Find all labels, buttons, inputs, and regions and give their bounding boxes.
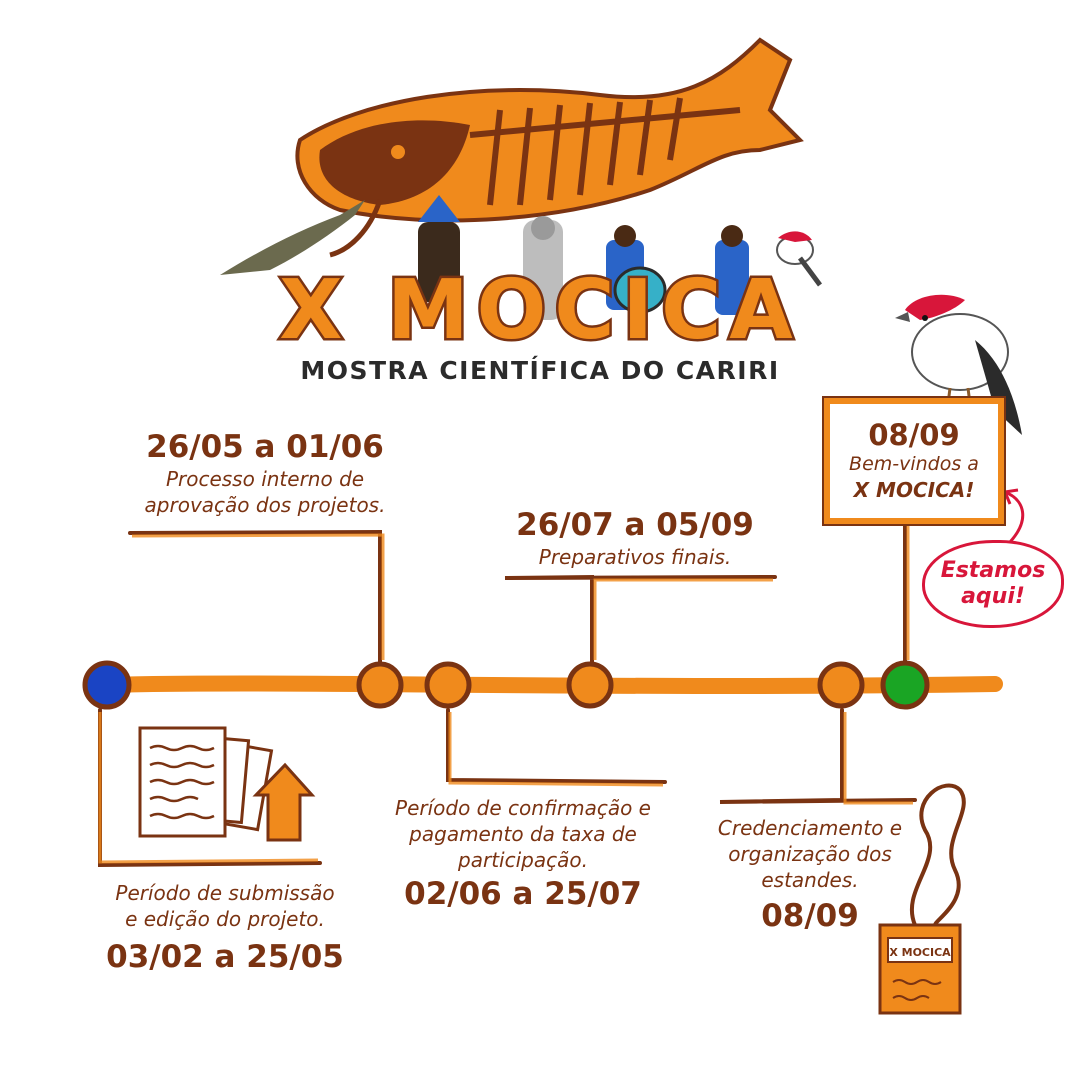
node-preparativos [566,661,614,709]
event-confirmacao-desc-1: Período de confirmação e [395,796,651,820]
event-aprovacao-desc-1: Processo interno de [165,466,365,491]
node-submissao [82,660,132,710]
event-aprovacao-date: 26/05 a 01/06 [146,429,384,465]
event-preparativos-date: 26/07 a 05/09 [516,507,754,543]
bird-icon [895,294,1022,435]
event-credenciamento-desc-2: organização dos [728,842,892,866]
pterosaur-illustration [220,200,365,275]
connector-lines [98,518,917,868]
documents-upload-icon [138,726,316,842]
node-aprovacao [356,661,404,709]
badge-text: X MOCICA [889,946,951,959]
callout-arrow [1004,490,1025,544]
event-submissao: Período de submissão e edição do projeto… [60,880,390,976]
node-abertura [880,660,930,710]
event-credenciamento-date: 08/09 [761,898,859,934]
event-abertura-desc-1: Bem-vindos a [849,453,979,476]
event-preparativos: 26/07 a 05/09 Preparativos finais. [480,507,790,570]
logo-subtitle: MOSTRA CIENTÍFICA DO CARIRI [300,356,780,385]
event-abertura-date: 08/09 [868,417,960,452]
event-confirmacao-desc-2: pagamento da taxa de [409,822,637,846]
figures-illustration [418,195,749,320]
event-abertura-sign: 08/09 Bem-vindos a X MOCICA! [822,396,1006,526]
event-submissao-desc-1: Período de submissão [115,881,335,905]
callout-line-2: aqui! [961,584,1025,609]
event-submissao-desc-2: e edição do projeto. [125,907,325,931]
node-confirmacao [424,661,472,709]
event-credenciamento: Credenciamento e organização dos estande… [690,815,930,935]
callout-line-1: Estamos [940,557,1046,583]
event-confirmacao-desc-3: participação. [458,848,588,872]
fish-logo [295,37,804,258]
event-submissao-date: 03/02 a 25/05 [106,939,344,975]
event-confirmacao: Período de confirmação e pagamento da ta… [368,795,678,913]
event-aprovacao: 26/05 a 01/06 Processo interno de aprova… [110,429,420,518]
event-credenciamento-desc-1: Credenciamento e [717,816,903,840]
event-confirmacao-date: 02/06 a 25/07 [404,876,642,912]
event-abertura-desc-2: X MOCICA! [853,478,975,503]
callout-estamos-aqui: Estamos aqui! [922,540,1064,628]
event-aprovacao-desc-2: aprovação dos projetos. [144,492,386,517]
logo-title: X MOCICA [279,263,800,358]
event-credenciamento-desc-3: estandes. [761,868,859,892]
bird-small-icon [776,231,823,287]
node-credenciamento [817,661,865,709]
event-preparativos-desc: Preparativos finais. [538,544,732,569]
credential-badge-icon: X MOCICA [878,783,966,1015]
timeline-nodes [82,660,930,710]
